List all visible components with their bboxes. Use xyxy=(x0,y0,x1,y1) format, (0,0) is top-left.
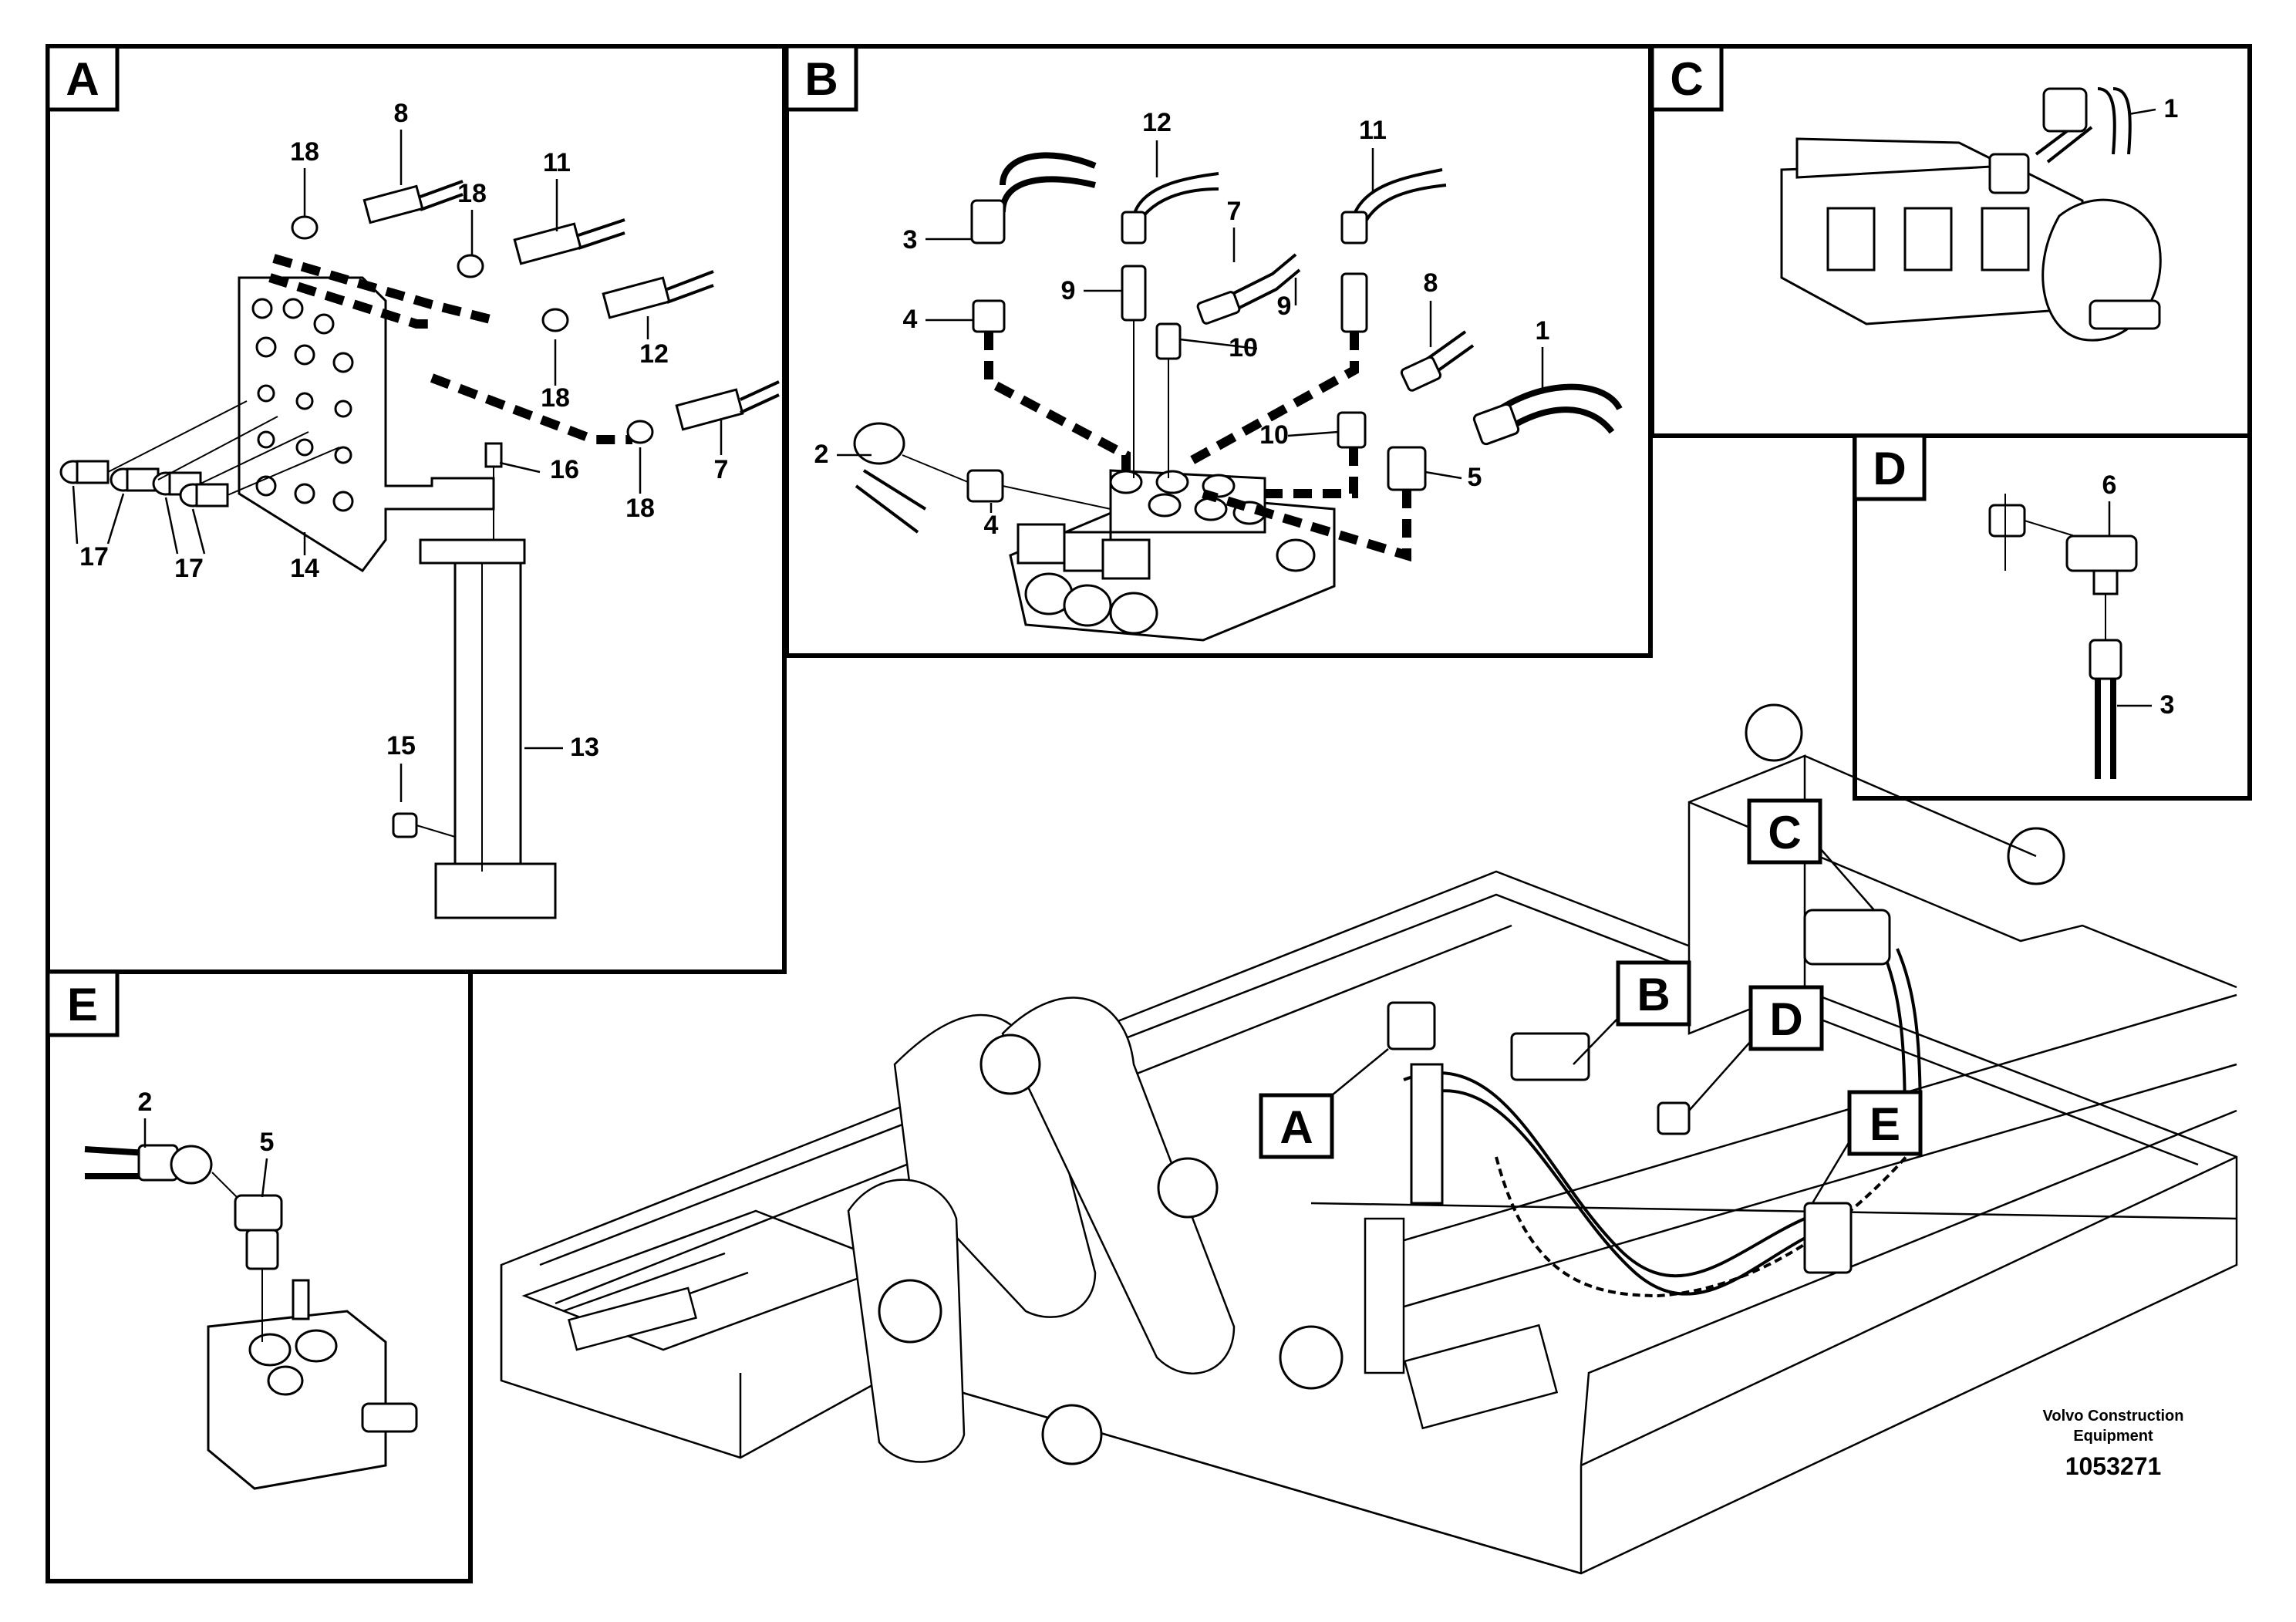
panel-b-letter: B xyxy=(804,53,838,105)
callout-label: 5 xyxy=(1468,463,1482,492)
hose-7 xyxy=(626,380,780,444)
callout-label: 14 xyxy=(290,554,319,583)
hose-7b xyxy=(1196,291,1241,325)
callout-label: 17 xyxy=(174,554,204,583)
fitting-12 xyxy=(1121,211,1147,244)
callout-label: 3 xyxy=(2160,690,2175,720)
callout-label: 4 xyxy=(984,511,999,540)
marker-a: A xyxy=(1259,1048,1389,1159)
callout-label: 18 xyxy=(541,383,570,413)
maker-name-line2: Equipment xyxy=(2073,1428,2153,1445)
callout-label: 3 xyxy=(903,225,918,255)
callout-label: 10 xyxy=(1259,420,1289,450)
control-valve xyxy=(1009,469,1336,642)
callout-label: 7 xyxy=(1227,197,1242,226)
elbow-5 xyxy=(1387,446,1427,491)
drawing-number: 1053271 xyxy=(2065,1452,2162,1480)
fitting-c1 xyxy=(2042,87,2088,133)
svg-text:A: A xyxy=(1279,1101,1313,1153)
hose-8 xyxy=(291,180,464,240)
panel-c-label: C xyxy=(1650,44,1724,112)
gear-pump xyxy=(1780,137,2162,342)
fitting-3 xyxy=(970,199,1006,244)
panel-c-letter: C xyxy=(1670,53,1703,105)
fitting-4b xyxy=(966,469,1004,503)
hose-8b xyxy=(1400,356,1442,392)
callout-label: 1 xyxy=(2164,94,2179,123)
panel-c: C 1 xyxy=(1650,44,2252,438)
callout-label: 9 xyxy=(1277,292,1292,321)
bolt-16 xyxy=(484,442,503,468)
callout-label: 18 xyxy=(625,494,655,523)
panel-d-label: D xyxy=(1853,433,1927,501)
panel-e: E 2 5 xyxy=(46,969,473,1583)
marker-e: E xyxy=(1811,1090,1923,1204)
fitting-2 xyxy=(853,422,905,465)
valve-e xyxy=(207,1279,418,1490)
panel-b-callouts: 12 11 3 7 4 9 9 10 8 1 2 10 5 4 xyxy=(814,108,1550,540)
marker-d: D xyxy=(1688,985,1824,1111)
fitting-1b xyxy=(1472,403,1520,446)
callout-label: 9 xyxy=(1061,276,1076,305)
svg-text:D: D xyxy=(1769,993,1802,1045)
panel-d-letter: D xyxy=(1873,443,1906,494)
panel-a-letter: A xyxy=(66,53,99,105)
fitting-10b xyxy=(1337,411,1367,449)
marker-c: C xyxy=(1747,798,1875,911)
callout-label: 8 xyxy=(394,99,409,128)
bracket-plate xyxy=(238,276,495,573)
svg-text:E: E xyxy=(1870,1098,1900,1150)
hose-11 xyxy=(457,218,625,278)
callout-label: 12 xyxy=(639,339,669,369)
callout-label: 16 xyxy=(550,455,579,484)
fitting-4 xyxy=(972,299,1006,333)
callout-label: 4 xyxy=(903,305,918,334)
fitting-9b xyxy=(1340,272,1368,333)
panel-a-label: A xyxy=(46,44,120,112)
adapter-d xyxy=(1988,504,2026,538)
callout-label: 15 xyxy=(386,731,416,760)
callout-label: 2 xyxy=(138,1088,153,1117)
support-13 xyxy=(392,538,557,919)
callout-label: 1 xyxy=(1536,316,1550,346)
callout-label: 8 xyxy=(1424,268,1438,298)
callout-label: 17 xyxy=(79,542,109,572)
fitting-9 xyxy=(1121,265,1147,322)
overview-markers: C B D A E xyxy=(1259,798,1923,1204)
panel-a-callouts: 18 8 18 11 12 18 16 18 7 17 17 14 15 13 xyxy=(72,99,729,802)
svg-text:B: B xyxy=(1637,969,1670,1020)
panel-a: A xyxy=(46,44,787,974)
callout-label: 5 xyxy=(260,1128,275,1157)
elbow-e5 xyxy=(234,1194,283,1232)
hose-end-d3 xyxy=(2089,639,2122,680)
bolts-17 xyxy=(59,400,340,508)
panel-b: B xyxy=(784,44,1653,658)
callout-label: 2 xyxy=(814,440,829,469)
callout-label: 18 xyxy=(290,137,319,167)
panel-b-label: B xyxy=(784,44,858,112)
drawing-footer: Volvo Construction Equipment 1053271 xyxy=(2043,1408,2184,1480)
marker-b: B xyxy=(1573,960,1691,1065)
callout-label: 12 xyxy=(1142,108,1172,137)
callout-label: 11 xyxy=(1359,116,1387,145)
callout-label: 6 xyxy=(2102,470,2117,500)
fitting-10 xyxy=(1155,322,1182,360)
tee-6 xyxy=(2065,534,2138,572)
panel-e-letter: E xyxy=(67,979,98,1030)
callout-label: 13 xyxy=(570,733,599,762)
callout-label: 7 xyxy=(714,455,729,484)
callout-label: 11 xyxy=(543,148,571,177)
fitting-11 xyxy=(1340,211,1368,244)
svg-text:C: C xyxy=(1768,807,1801,858)
hose-12 xyxy=(541,270,714,332)
panel-e-label: E xyxy=(46,969,120,1037)
panel-d: D 6 3 xyxy=(1853,433,2252,801)
maker-name: Volvo Construction xyxy=(2043,1408,2184,1425)
callout-label: 18 xyxy=(457,179,487,208)
